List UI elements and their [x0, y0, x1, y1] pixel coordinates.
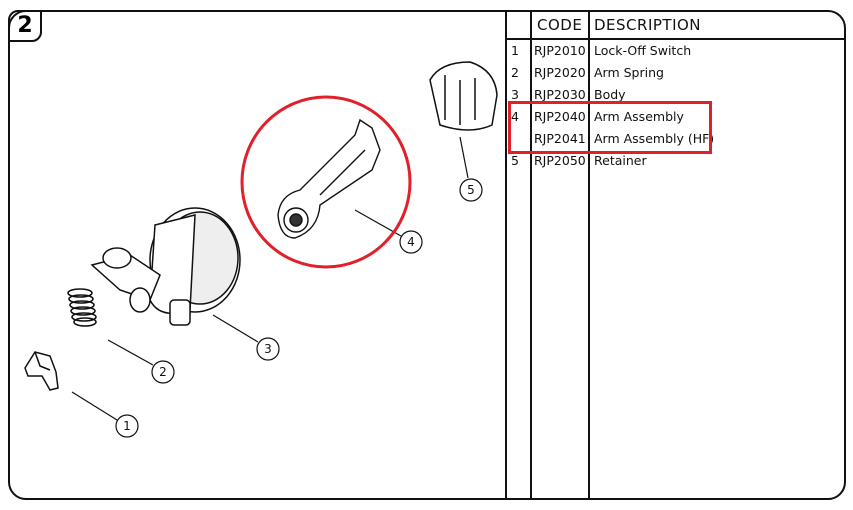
row-description: Body	[594, 87, 626, 102]
row-code: RJP2020	[534, 65, 586, 80]
part-lock-off-switch	[24, 351, 59, 391]
callout-label-1: 1	[123, 419, 131, 433]
row-num: 5	[511, 153, 519, 168]
table-divider-description	[588, 10, 590, 500]
part-body	[90, 207, 241, 326]
leader-line-3	[212, 314, 259, 343]
row-num: 4	[511, 109, 519, 124]
row-code: RJP2041	[534, 131, 586, 146]
row-description: Arm Assembly (HF)	[594, 131, 715, 146]
callout-circle-2	[151, 360, 175, 384]
callout-label-2: 2	[159, 365, 167, 379]
leader-line-2	[107, 339, 154, 366]
part-retainer	[429, 61, 498, 131]
row-code: RJP2030	[534, 87, 586, 102]
leader-line-1	[71, 391, 118, 421]
callout-circle-5	[459, 178, 483, 202]
row-num: 2	[511, 65, 519, 80]
callout-label-3: 3	[264, 342, 272, 356]
callout-label-5: 5	[467, 183, 475, 197]
callout-circle-4	[399, 230, 423, 254]
diagram-frame	[8, 10, 846, 500]
callout-circle-1	[115, 414, 139, 438]
table-border-left	[505, 10, 507, 500]
row-code: RJP2040	[534, 109, 586, 124]
row-num: 3	[511, 87, 519, 102]
header-description: DESCRIPTION	[594, 16, 702, 34]
row-description: Arm Spring	[594, 65, 664, 80]
row-num: 1	[511, 43, 519, 58]
table-divider-code	[530, 10, 532, 500]
table-header-divider	[506, 38, 846, 40]
highlight-circle	[240, 95, 412, 269]
highlight-rectangle-arm-assembly	[508, 101, 712, 154]
header-code: CODE	[537, 16, 583, 34]
figure-number-badge: 2	[8, 10, 42, 42]
row-description: Arm Assembly	[594, 109, 684, 124]
row-description: Retainer	[594, 153, 647, 168]
leader-line-5	[459, 136, 469, 179]
row-code: RJP2010	[534, 43, 586, 58]
row-description: Lock-Off Switch	[594, 43, 692, 58]
part-arm-assembly	[277, 118, 381, 239]
row-code: RJP2050	[534, 153, 586, 168]
callout-label-4: 4	[407, 235, 415, 249]
part-arm-spring	[67, 288, 97, 327]
callout-circle-3	[256, 337, 280, 361]
